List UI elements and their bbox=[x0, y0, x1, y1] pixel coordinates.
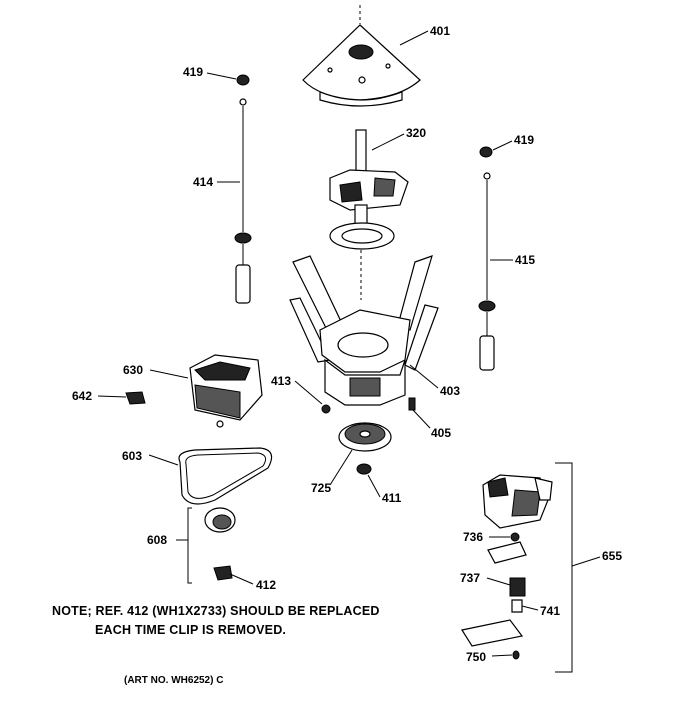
label-415: 415 bbox=[515, 253, 535, 267]
label-419-right: 419 bbox=[514, 133, 534, 147]
label-750: 750 bbox=[466, 650, 486, 664]
part-413 bbox=[321, 404, 331, 414]
note-line-1: NOTE; REF. 412 (WH1X2733) SHOULD BE REPL… bbox=[52, 604, 380, 618]
label-603: 603 bbox=[122, 449, 142, 463]
label-419-left: 419 bbox=[183, 65, 203, 79]
part-603-belt bbox=[178, 447, 273, 505]
art-number: (ART NO. WH6252) C bbox=[124, 675, 224, 686]
label-736: 736 bbox=[463, 530, 483, 544]
label-642: 642 bbox=[72, 389, 92, 403]
part-608-motor-pulley bbox=[176, 507, 236, 584]
label-414: 414 bbox=[193, 175, 213, 189]
part-320-transmission bbox=[329, 129, 409, 300]
label-411: 411 bbox=[382, 491, 402, 505]
label-405: 405 bbox=[431, 426, 451, 440]
label-737: 737 bbox=[460, 571, 480, 585]
note-line-2: EACH TIME CLIP IS REMOVED. bbox=[95, 623, 287, 637]
part-630-motor bbox=[189, 354, 263, 428]
label-412: 412 bbox=[256, 578, 276, 592]
label-401: 401 bbox=[430, 24, 450, 38]
part-labels: 401 419 419 320 414 415 630 642 413 403 … bbox=[72, 24, 622, 664]
label-741: 741 bbox=[540, 604, 560, 618]
label-655: 655 bbox=[602, 549, 622, 563]
part-411-nut bbox=[356, 463, 372, 475]
part-401-cover bbox=[302, 5, 421, 107]
part-655-pump-assembly bbox=[461, 462, 601, 673]
part-403-support-base bbox=[289, 255, 439, 406]
part-414-suspension-rod bbox=[234, 74, 252, 304]
part-642-clip bbox=[125, 391, 146, 405]
label-630: 630 bbox=[123, 363, 143, 377]
label-608: 608 bbox=[147, 533, 167, 547]
part-412-clip bbox=[213, 565, 233, 581]
part-405-bolt bbox=[408, 397, 416, 411]
label-403: 403 bbox=[440, 384, 460, 398]
part-725-pulley bbox=[338, 422, 392, 452]
label-725: 725 bbox=[311, 481, 331, 495]
leader-lines bbox=[97, 30, 539, 657]
label-413: 413 bbox=[271, 374, 291, 388]
label-320: 320 bbox=[406, 126, 426, 140]
part-415-suspension-rod bbox=[478, 146, 496, 371]
